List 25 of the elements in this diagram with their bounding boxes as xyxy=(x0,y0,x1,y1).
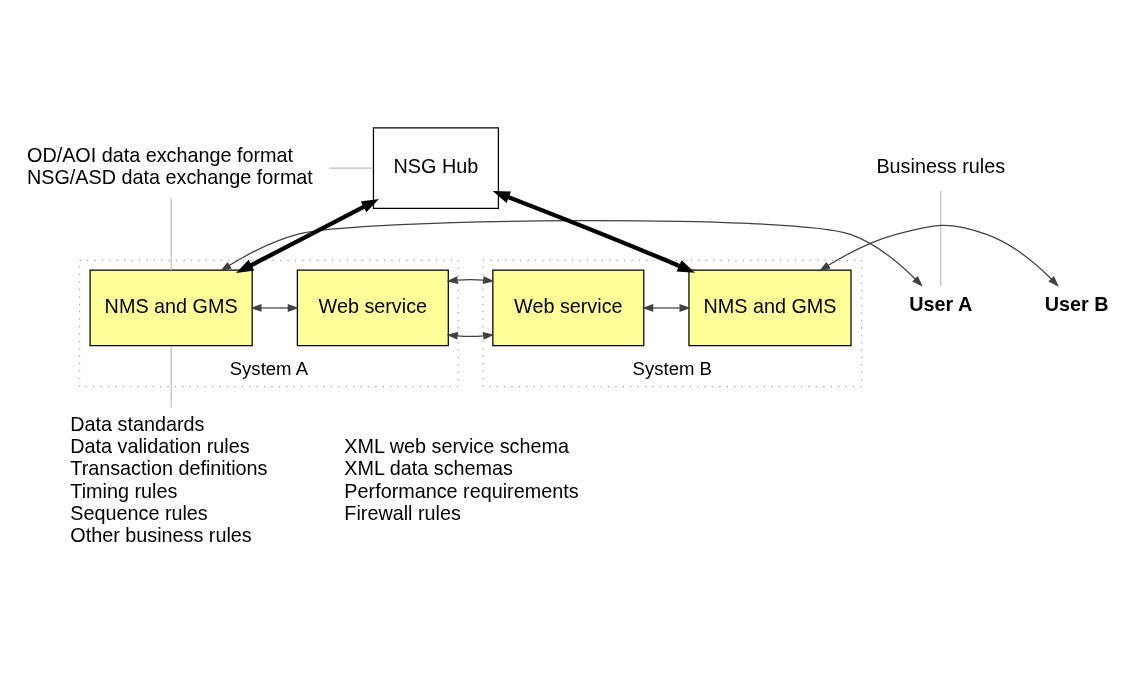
label: XML web service schema xyxy=(344,435,569,458)
node-box: NMS and GMS xyxy=(89,269,253,347)
node-box: Web service xyxy=(296,269,449,347)
node-box: NMS and GMS xyxy=(688,269,852,347)
node-text: Business rules xyxy=(876,154,1006,177)
label: XML data schemas xyxy=(344,457,513,480)
node-text: User A xyxy=(909,293,973,316)
label: Firewall rules xyxy=(344,501,461,524)
arrow xyxy=(819,224,1059,287)
label: Performance requirements xyxy=(344,479,579,502)
node-text: Data standards Data validation rules Transaction definitions Timing rules Sequence rules Other business rules xyxy=(70,412,268,547)
node-text: OD/AOI data exchange format NSG/ASD data exchange format xyxy=(27,143,313,188)
connector xyxy=(940,190,942,287)
arrow xyxy=(250,304,299,312)
arrow xyxy=(642,304,691,312)
arrow xyxy=(236,198,379,274)
node-text: User B xyxy=(1044,293,1109,316)
connector xyxy=(170,345,172,409)
node-box: Web service xyxy=(492,269,645,347)
arrow xyxy=(446,276,495,340)
connector xyxy=(328,167,374,169)
connector xyxy=(170,197,172,271)
arrow xyxy=(220,220,923,287)
node-box: NSG Hub xyxy=(372,127,499,209)
arrow xyxy=(492,191,696,273)
